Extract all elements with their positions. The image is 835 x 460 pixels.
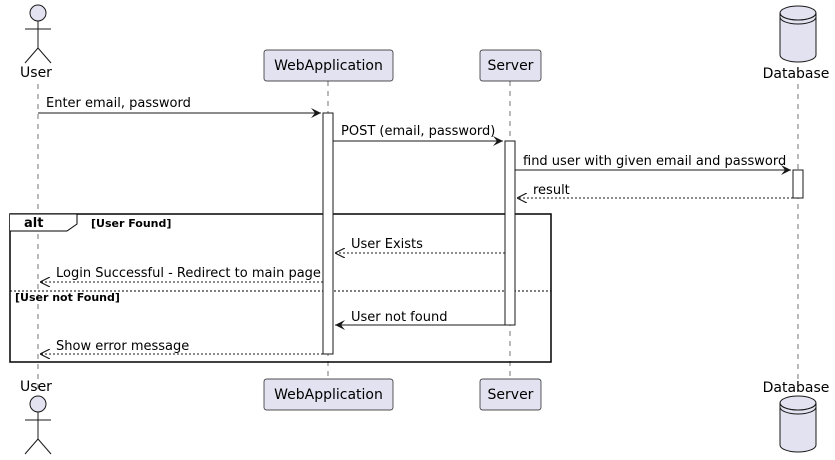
message-label: POST (email, password) (341, 124, 495, 139)
participant-label: Database (763, 66, 830, 82)
participant-server-top: Server (479, 49, 542, 82)
participant-label: WebApplication (274, 58, 383, 74)
message-login-successful: Login Successful - Redirect to main page (40, 266, 323, 282)
participant-label: User (20, 65, 52, 81)
message-result: result (517, 183, 793, 198)
message-find-user: find user with given email and password (515, 154, 791, 175)
activation-webapplication (322, 112, 334, 355)
database-icon (779, 395, 817, 453)
participant-label: Database (763, 380, 830, 396)
message-label: Enter email, password (46, 96, 191, 111)
participant-webapplication-bottom: WebApplication (263, 378, 394, 411)
message-label: Show error message (56, 339, 189, 354)
alt-guard-user-not-found: [User not Found] (15, 291, 120, 304)
participant-label: Server (488, 387, 534, 403)
participant-user-bottom: User (20, 379, 52, 455)
participant-database-top: Database (763, 5, 830, 82)
message-label: User not found (351, 310, 447, 325)
alt-guard-user-found: [User Found] (91, 217, 171, 230)
message-label: find user with given email and password (523, 154, 786, 169)
participant-label: Server (488, 58, 534, 74)
activation-database (792, 169, 804, 199)
message-label: Login Successful - Redirect to main page (56, 266, 321, 281)
message-user-exists: User Exists (335, 237, 505, 253)
participant-label: WebApplication (274, 387, 383, 403)
participant-webapplication-top: WebApplication (263, 49, 394, 82)
message-post-credentials: POST (email, password) (333, 124, 503, 146)
alt-frame: alt [User Found] [User not Found] (9, 213, 552, 363)
message-user-not-found: User not found (335, 310, 505, 330)
participant-server-bottom: Server (479, 378, 542, 411)
activation-server (504, 140, 516, 326)
message-label: User Exists (351, 237, 423, 252)
actor-icon (24, 4, 52, 64)
participant-user-top: User (20, 4, 52, 81)
database-icon (779, 5, 817, 63)
message-label: result (533, 183, 570, 198)
alt-keyword: alt (24, 216, 43, 231)
message-show-error: Show error message (40, 339, 323, 354)
message-enter-credentials: Enter email, password (38, 96, 321, 118)
participant-database-bottom: Database (763, 380, 830, 453)
participant-label: User (20, 379, 52, 395)
actor-icon (24, 395, 52, 455)
